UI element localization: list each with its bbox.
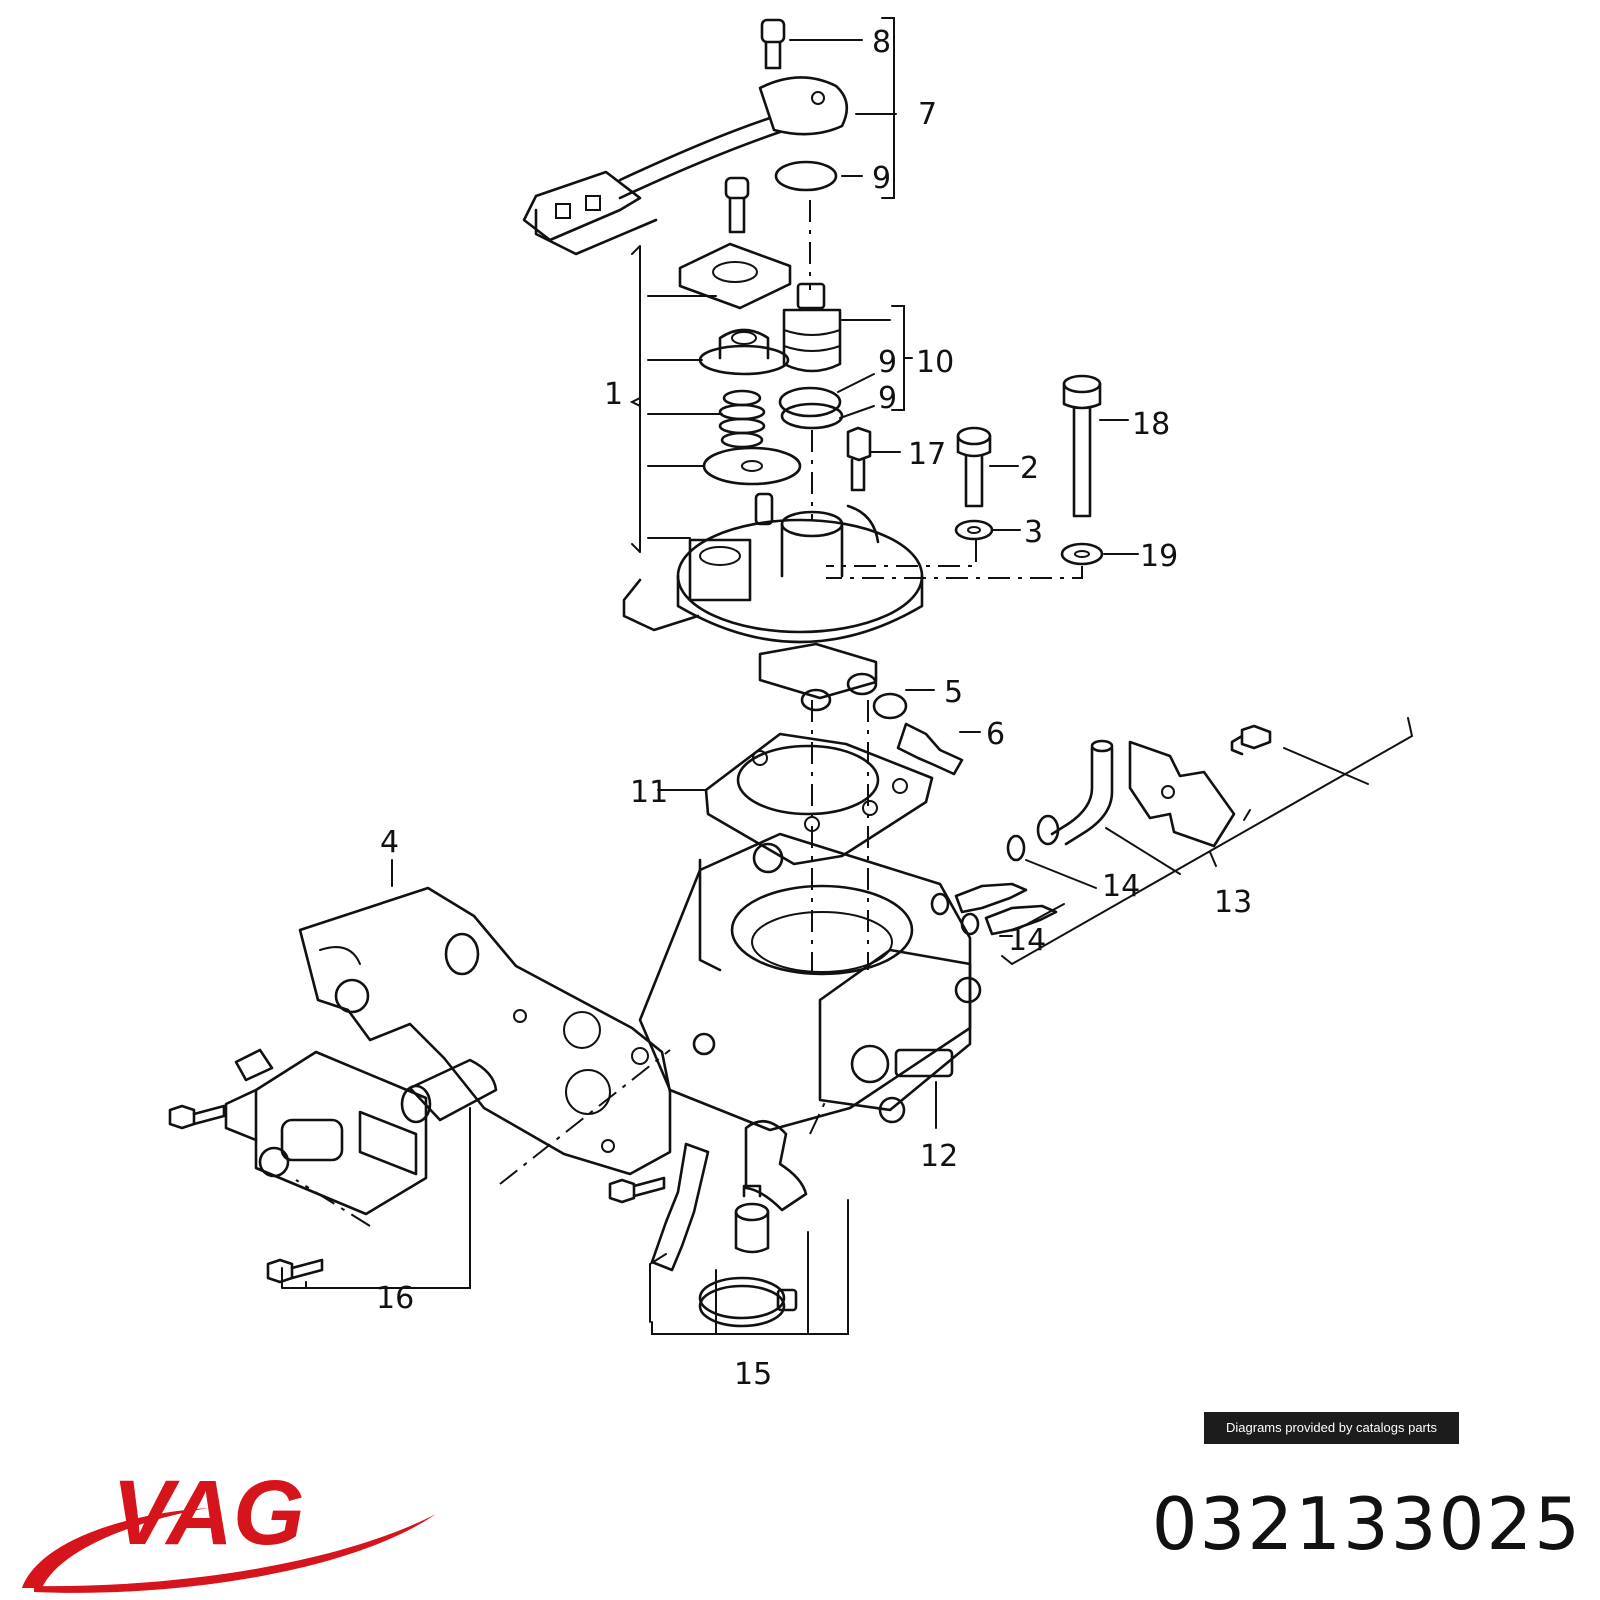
logo-swoosh-underline [34,1514,436,1593]
o-ring-part-9-top [774,160,838,192]
callout-2: 2 [1020,451,1039,486]
spring [718,389,766,449]
callout-labels: 1 2 3 4 5 6 7 8 9 9 9 10 11 12 13 14 14 … [376,25,1252,1392]
callout-5: 5 [944,675,963,710]
callout-10: 10 [916,345,954,380]
group-brackets [281,17,1414,1335]
o-ring-part-14-a [1006,834,1026,862]
screw-part-2 [956,426,992,508]
injector-part-10 [782,282,842,373]
logo-text: VAG [112,1462,305,1564]
diaphragm-disc [702,446,802,486]
sensor-connector-part-7 [522,18,849,256]
diaphragm-cap [698,328,790,376]
assembly-lines [295,200,1083,1227]
check-valve [734,1184,770,1254]
callout-6: 6 [986,717,1005,752]
logo-swoosh [22,1508,208,1588]
nipple-part-6 [896,722,964,776]
callout-17: 17 [908,437,946,472]
callout-19: 19 [1140,539,1178,574]
seal-part-9-low [780,402,844,430]
vag-logo: VAG [22,1462,436,1593]
callout-18: 18 [1132,407,1170,442]
callout-14-a: 14 [1102,869,1140,904]
long-bolt-part-18 [1062,374,1102,518]
callout-9-top: 9 [872,161,891,196]
washer-part-3 [954,519,994,541]
callout-1: 1 [604,377,623,412]
washer-part-19 [1060,542,1104,566]
screw-actuator-lower [266,1258,324,1284]
callout-11: 11 [630,775,668,810]
gasket-part-11 [704,732,934,866]
screw-upper-left [724,176,750,234]
elbow-fitting-part-13 [1036,724,1272,848]
callout-12: 12 [920,1139,958,1174]
nozzle-fittings-part-14 [954,882,1058,936]
callout-7: 7 [918,97,937,132]
callout-8: 8 [872,25,891,60]
callout-15: 15 [734,1357,772,1392]
leader-lines [391,39,1369,1129]
callout-13: 13 [1214,885,1252,920]
screw-clamp-plate [608,1176,666,1204]
screw-actuator-upper [168,1104,226,1130]
hose-bend [744,1120,808,1212]
callout-9-low: 9 [878,381,897,416]
callout-16: 16 [376,1281,414,1316]
clamp-plate [650,1142,710,1272]
adjust-screw-part-17 [846,426,872,492]
o-ring-part-14-b [930,892,950,916]
seal-part-9-mid [778,386,842,418]
twin-connector [758,642,878,712]
callout-3: 3 [1024,515,1043,550]
damper-plug [400,1058,498,1124]
upper-housing [622,492,924,644]
callout-4: 4 [380,825,399,860]
actuator-part-16 [224,1048,428,1216]
throttle-body-part-12 [638,832,982,1132]
o-ring-part-14-c [960,912,980,936]
regulator-cover [678,242,792,310]
o-ring-part-5 [872,692,908,720]
diagram-credit-banner: Diagrams provided by catalogs parts [1204,1412,1459,1444]
hose-clamp-ring [698,1276,798,1328]
bracket-part-4 [298,886,672,1176]
part-number: 032133025 [1151,1482,1582,1566]
callout-9-mid: 9 [878,345,897,380]
callout-14-b: 14 [1008,923,1046,958]
